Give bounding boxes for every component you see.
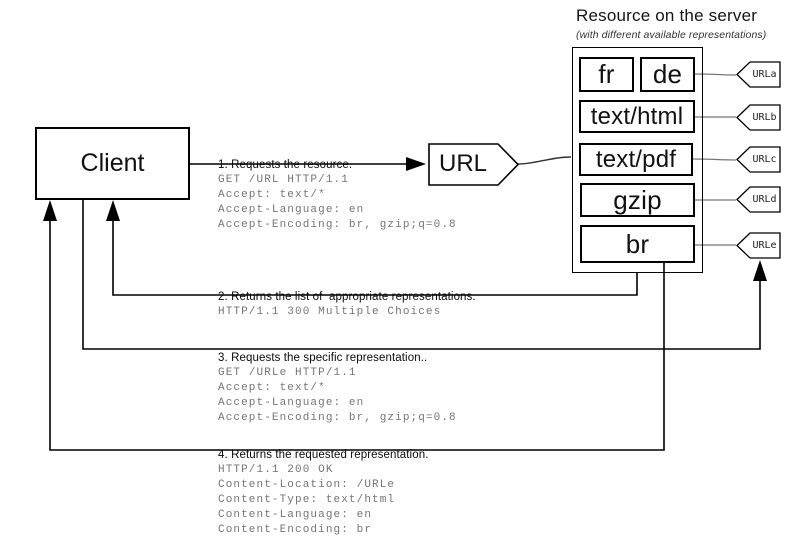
request-3-arrowhead [753,260,767,281]
message-4: 4. Returns the requested representation.… [218,449,429,538]
server-title: Resource on the server [576,6,758,25]
response-4-path [49,218,665,451]
http-line: Accept-Encoding: br, gzip;q=0.8 [218,412,457,424]
representation-box-de: de [640,57,695,92]
url-tag-label: URL [438,150,487,177]
response-2-arrowhead [106,200,120,221]
connector-de-urla [694,73,737,76]
url-to-server-connector [517,156,572,165]
message-4-label: 4. Returns the requested representation. [218,449,429,461]
server-box [572,47,703,273]
url-tag-shape [428,143,520,186]
url-tag-urlc: URLc [736,146,781,173]
http-line: GET /URL HTTP/1.1 [218,174,349,186]
http-line: GET /URLe HTTP/1.1 [218,367,357,379]
representation-box-text-html: text/html [579,100,695,133]
representation-box-text-pdf: text/pdf [579,143,693,176]
http-line: Content-Language: en [218,509,373,521]
http-line: HTTP/1.1 300 Multiple Choices [218,306,442,318]
url-tag-urla: URLa [736,61,781,88]
connector-pdf-urlc [692,158,737,161]
url-tag-urla-label: URLa [752,69,777,80]
url-tag-urlb: URLb [736,104,781,131]
representation-label: fr [598,59,615,89]
request-1-arrowhead [406,157,426,171]
http-line: Accept-Encoding: br, gzip;q=0.8 [218,219,457,231]
request-3-path [82,200,761,350]
http-line: Accept-Language: en [218,397,365,409]
http-line: Accept: text/* [218,189,326,201]
message-3: 3. Requests the specific representation.… [218,352,457,426]
representation-label: br [625,228,650,259]
message-3-label: 3. Requests the specific representation.… [218,352,428,364]
server-header: Resource on the server (with different a… [576,6,796,41]
message-2: 2. Returns the list of appropriate repre… [218,291,476,320]
url-tag-urle-label: URLe [752,240,777,251]
message-1-label: 1. Requests the resource. [218,159,353,171]
url-tag: URL [428,143,520,186]
url-tag-urlc-label: URLc [752,154,777,165]
message-2-label: 2. Returns the list of appropriate repre… [218,291,476,303]
url-tag-urle: URLe [736,232,781,259]
url-tag-urlb-label: URLb [752,112,777,123]
representation-box-br: br [580,225,695,263]
server-subtitle: (with different available representation… [576,29,767,41]
http-line: Accept: text/* [218,382,326,394]
representation-label: text/html [590,102,684,130]
representation-label: de [652,59,683,89]
client-label: Client [80,149,145,177]
representation-box-gzip: gzip [580,183,695,217]
url-tag-urld-label: URLd [752,194,777,205]
http-line: Content-Type: text/html [218,494,396,506]
representation-box-fr: fr [579,57,634,92]
response-2-path [112,218,638,296]
response-4-arrowhead [43,200,57,221]
message-1: 1. Requests the resource. GET /URL HTTP/… [218,159,457,233]
representation-label: gzip [613,184,662,215]
http-line: Content-Location: /URLe [218,479,396,491]
http-line: Accept-Language: en [218,204,365,216]
client-box: Client [35,127,190,200]
http-line: HTTP/1.1 200 OK [218,464,334,476]
http-line: Content-Encoding: br [218,524,373,536]
representation-label: text/pdf [595,145,677,173]
url-tag-urld: URLd [736,186,781,213]
